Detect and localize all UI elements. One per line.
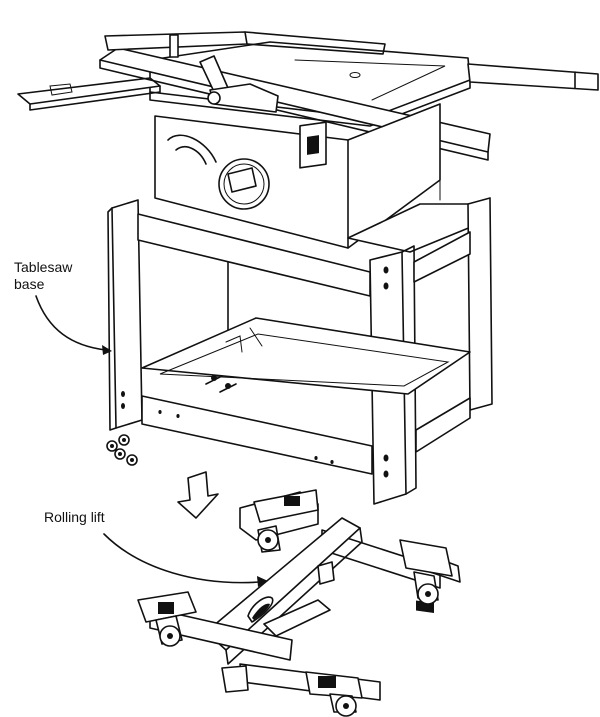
rolling-leader bbox=[103, 533, 261, 584]
nuts-washers bbox=[106, 434, 138, 466]
rolling-lift-label: Rolling lift bbox=[44, 509, 105, 525]
left-caster bbox=[155, 615, 183, 647]
right-extension-rail bbox=[467, 63, 599, 91]
tablesaw-base-label-line2: base bbox=[14, 276, 45, 292]
front-caster bbox=[329, 693, 357, 717]
tablesaw-leader-arrow bbox=[102, 345, 112, 355]
tablesaw-base-label: Tablesaw base bbox=[14, 259, 72, 293]
top-front-apron bbox=[137, 213, 371, 297]
carriage-bolts bbox=[205, 375, 237, 393]
bottom-front-apron bbox=[141, 395, 373, 475]
bottom-side-apron bbox=[415, 397, 471, 453]
rolling-leader-arrow bbox=[257, 576, 268, 587]
right-caster-plate bbox=[399, 539, 453, 577]
tablesaw-leader bbox=[35, 295, 107, 351]
assembly-arrow bbox=[177, 471, 219, 519]
rolling-lift bbox=[137, 489, 461, 717]
tablesaw-base bbox=[106, 197, 493, 505]
tablesaw bbox=[17, 31, 599, 249]
bottom-shelf bbox=[141, 317, 471, 395]
right-caster bbox=[413, 571, 439, 605]
rear-right-leg bbox=[467, 197, 493, 411]
tablesaw-base-label-line1: Tablesaw bbox=[14, 259, 73, 275]
screw-holes bbox=[121, 266, 389, 478]
miter-knob bbox=[169, 34, 179, 58]
bevel-slot bbox=[167, 134, 217, 163]
left-extension-rail bbox=[17, 77, 161, 105]
top-side-apron bbox=[413, 231, 471, 283]
lever-slot bbox=[247, 596, 274, 623]
rear-left-caster bbox=[257, 525, 281, 553]
front-left-caster bbox=[221, 665, 249, 693]
blade-insert-hole bbox=[349, 72, 361, 78]
